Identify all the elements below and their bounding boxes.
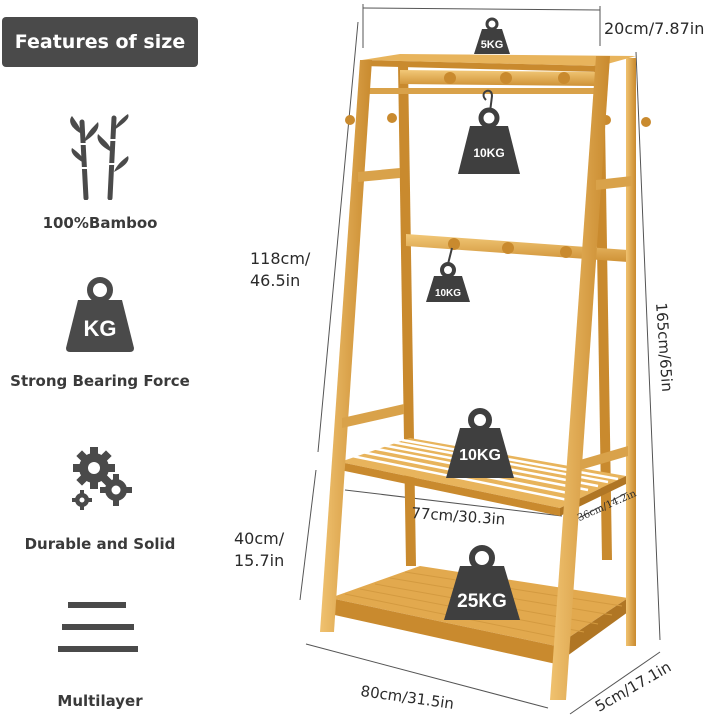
gears-icon [72, 447, 132, 510]
dim-upper-height-line2: 46.5in [250, 271, 301, 290]
weight-hook-text: 10KG [435, 288, 461, 299]
layers-icon [58, 602, 138, 652]
weight-base-text: 25KG [457, 591, 507, 612]
weight-icon-shelf: 10KG [446, 408, 514, 478]
features-title: Features of size [14, 31, 186, 53]
kg-icon-text: KG [84, 316, 117, 341]
weight-icon-base: 25KG [444, 545, 520, 620]
features-badge: Features of size [2, 17, 198, 67]
feature-label-bamboo: 100%Bamboo [42, 214, 158, 232]
feature-label-multilayer: Multilayer [57, 692, 143, 710]
weight-icon-top: 5KG [474, 17, 510, 54]
weight-rail-text: 10KG [473, 146, 504, 160]
weight-icon-rail: 10KG [458, 89, 520, 174]
kg-weight-icon: KG [66, 277, 134, 352]
dim-top-depth: 20cm/7.87in [604, 19, 705, 38]
dim-upper-height-line1: 118cm/ [250, 249, 311, 268]
dim-lower-height: 40cm/ 15.7in [234, 528, 284, 572]
dim-lower-height-line2: 15.7in [234, 551, 285, 570]
bamboo-icon [70, 114, 129, 200]
dim-lower-height-line1: 40cm/ [234, 529, 285, 548]
weight-icon-hook: 10KG [426, 247, 470, 302]
feature-label-durable: Durable and Solid [24, 535, 176, 553]
weight-shelf-text: 10KG [459, 447, 501, 464]
weight-top-text: 5KG [481, 39, 504, 51]
dim-upper-height: 118cm/ 46.5in [250, 248, 310, 292]
feature-label-bearing: Strong Bearing Force [10, 372, 190, 390]
